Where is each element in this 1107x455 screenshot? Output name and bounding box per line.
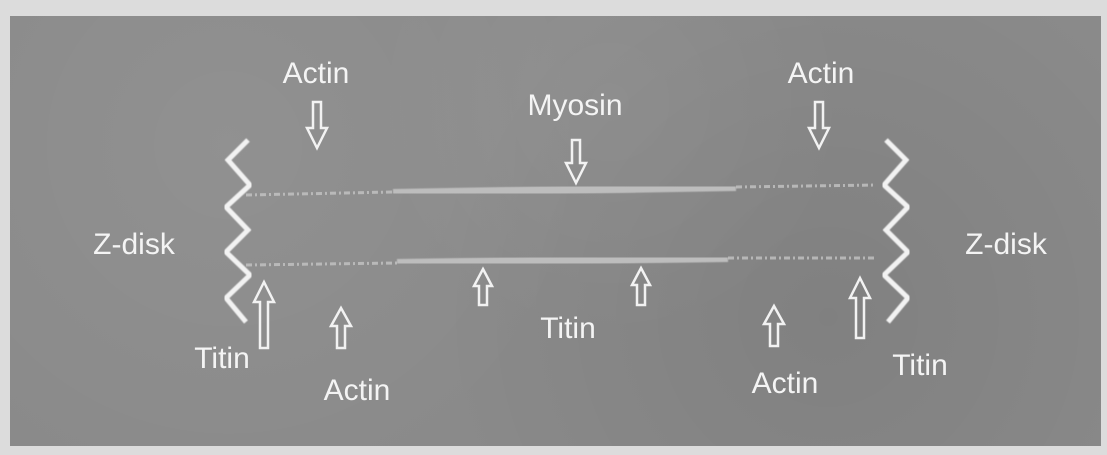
up-arrow-icon	[850, 278, 870, 338]
titin-label-right: Titin	[892, 349, 948, 382]
actin-label-bottom-right: Actin	[752, 367, 819, 400]
myosin-label: Myosin	[527, 89, 622, 122]
up-arrow-icon	[331, 308, 351, 348]
up-arrow-icon	[474, 269, 492, 305]
titin-label-center: Titin	[540, 312, 596, 345]
titin-segment-right-upper	[736, 185, 876, 187]
up-arrow-icon	[254, 282, 274, 348]
titin-segment-left-lower	[246, 263, 397, 265]
down-arrow-icon	[307, 102, 327, 148]
myosin-filament-upper	[393, 187, 736, 193]
down-arrow-icon	[566, 140, 586, 183]
actin-label-bottom-left: Actin	[324, 374, 391, 407]
myosin-filament-lower	[397, 258, 728, 263]
actin-label-top-left: Actin	[283, 57, 350, 90]
down-arrow-icon	[809, 102, 829, 148]
up-arrow-icon	[764, 306, 784, 346]
up-arrow-icon	[632, 268, 650, 305]
z-disk-label-left: Z-disk	[93, 228, 176, 261]
titin-segment-left-upper	[246, 192, 393, 195]
z-disk-label-right: Z-disk	[965, 228, 1048, 261]
actin-label-top-right: Actin	[788, 57, 855, 90]
titin-label-left: Titin	[194, 342, 250, 375]
